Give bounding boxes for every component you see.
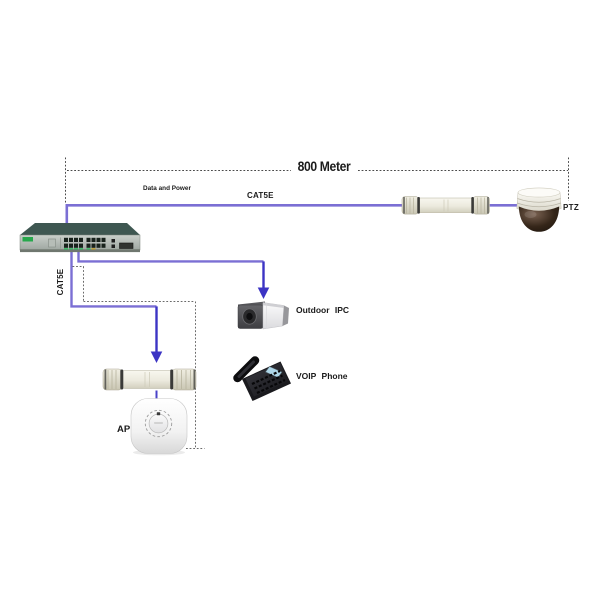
ethernet-switch (19, 223, 141, 253)
dimension-lines (65, 157, 569, 203)
ap-dashed-ring (144, 409, 173, 438)
cable-drop-outdoor-ipc (77, 252, 270, 299)
ptz-label: PTZ (563, 203, 580, 212)
poe-extender-bottom (102, 368, 197, 391)
cat5e-backbone-line (65, 204, 521, 224)
arrow-down-icon (257, 287, 270, 299)
data-and-power-label: Data and Power (143, 185, 191, 192)
arrow-down-icon (150, 351, 163, 363)
outdoor-ipc-label: Outdoor IPC (296, 305, 350, 315)
wireless-ap (130, 398, 188, 456)
phone-keypad (251, 370, 286, 394)
outdoor-ipc-camera (237, 301, 289, 330)
switch-brand-badge (22, 237, 33, 242)
switch-ports (64, 237, 106, 248)
voip-phone-label: VOIP Phone (296, 371, 348, 381)
cable-drop-extender (70, 252, 163, 404)
voip-phone (233, 356, 291, 401)
switch-sfp-slot (119, 242, 134, 249)
cat5e-label-vertical: CAT5E (56, 268, 65, 296)
switch-port-leds (64, 248, 96, 250)
poe-extender-top (401, 196, 490, 215)
ap-label: AP (117, 424, 131, 435)
ptz-dome-camera (516, 187, 562, 232)
cat5e-label-horizontal: CAT5E (247, 191, 274, 200)
ptz-lens-dome (518, 206, 560, 232)
distance-label: 800 Meter (297, 159, 351, 174)
ap-led (156, 412, 161, 416)
